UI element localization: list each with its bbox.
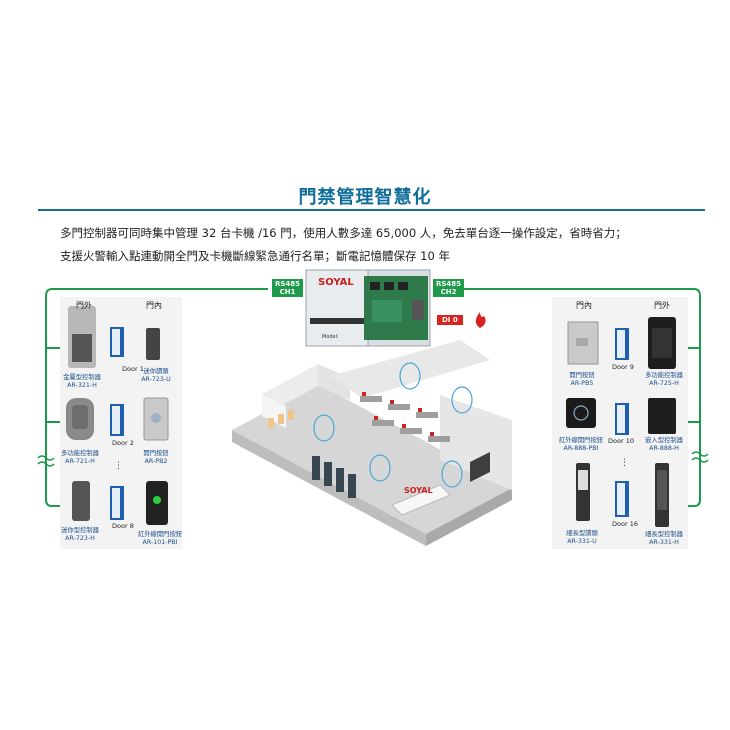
device-name: 紅外線開門按鈕	[137, 531, 183, 538]
rs485-ch2-label: RS485	[436, 280, 462, 288]
controller-brand-logo: SOYAL	[318, 277, 354, 288]
rs485-ch2-tag: RS485 CH2	[433, 279, 465, 297]
door-10-icon	[615, 403, 629, 435]
keypad-reader-ar-725-h-icon	[648, 317, 676, 369]
slim-keypad-ar-331-h-icon	[655, 463, 669, 527]
device-model: AR-888-PBI	[563, 445, 599, 452]
description-line-2: 支援火警輸入點連動開全門及卡機斷線緊急通行名單；斷電記憶體保存 10 年	[60, 249, 450, 263]
door-1-icon	[110, 327, 124, 357]
right-panel	[552, 297, 688, 549]
title-divider	[38, 209, 705, 211]
device-label-ar-331-h: 細長型控制器 AR-331-H	[638, 531, 690, 547]
reader-ar-723-u-icon	[146, 328, 160, 360]
door-9-icon	[615, 328, 629, 360]
device-model: AR-723-U	[141, 376, 171, 383]
reader-ar-721-h-icon	[66, 398, 94, 440]
exit-button-ar-pb2-icon	[143, 397, 169, 441]
device-name: 多功能控制器	[645, 372, 683, 379]
ir-exit-button-ar-888-pbi-icon	[566, 398, 596, 428]
device-label-ar-pb5: 開門按鈕 AR-PB5	[556, 372, 608, 388]
door-10-label: Door 10	[608, 437, 634, 445]
door-16-label: Door 16	[612, 520, 638, 528]
door-16-icon	[615, 481, 629, 517]
door-9-label: Door 9	[612, 363, 634, 371]
keypad-reader-ar-321-h-icon	[68, 306, 96, 368]
device-model: AR-PB5	[570, 380, 594, 387]
door-1-label: Door 1	[122, 365, 144, 373]
device-name: 多功能控制器	[61, 450, 99, 457]
wire-break-left	[37, 455, 55, 467]
device-model: AR-725-H	[649, 380, 679, 387]
right-inner-title: 門內	[576, 301, 592, 310]
device-model: AR-721-H	[65, 458, 95, 465]
keypad-reader-ar-888-h-icon	[648, 398, 676, 434]
right-more-doors-ellipsis: ⋮	[620, 458, 629, 468]
rs485-ch2-channel: CH2	[440, 288, 457, 296]
device-model: AR-331-U	[567, 538, 597, 545]
rs485-ch1-label: RS485	[275, 280, 301, 288]
device-name: 迷你型控制器	[61, 527, 99, 534]
device-label-ar-888-h: 嵌入型控制器 AR-888-H	[638, 437, 690, 453]
reader-ar-723-h-icon	[72, 481, 90, 521]
device-model: AR-101-PBI	[142, 539, 178, 546]
left-panel	[60, 297, 182, 549]
left-inner-title: 門內	[146, 301, 162, 310]
device-name: 迷你讀頭	[143, 368, 169, 375]
building-illustration	[232, 340, 512, 546]
door-8-icon	[110, 486, 124, 520]
device-model: AR-PB2	[144, 458, 168, 465]
device-name: 開門按鈕	[569, 372, 595, 379]
door-2-icon	[110, 404, 124, 436]
door-2-label: Door 2	[112, 439, 134, 447]
fire-icon	[475, 312, 486, 328]
device-model: AR-321-H	[67, 382, 97, 389]
rs485-wiring	[45, 288, 701, 507]
rs485-ch1-channel: CH1	[279, 288, 296, 296]
slim-reader-ar-331-u-icon	[576, 463, 590, 521]
device-label-ar-pb2: 開門按鈕 AR-PB2	[130, 450, 182, 466]
device-model: AR-888-H	[649, 445, 679, 452]
device-label-ar-321-h: 金屬型控制器 AR-321-H	[56, 374, 108, 390]
device-label-ar-331-u: 細長型讀頭 AR-331-U	[556, 530, 608, 546]
device-label-ar-721-h: 多功能控制器 AR-721-H	[54, 450, 106, 466]
controller-model-label: Model:	[322, 334, 339, 340]
multi-door-controller	[305, 269, 431, 347]
device-label-ar-725-h: 多功能控制器 AR-725-H	[638, 372, 690, 388]
fire-input-tag: DI 0	[437, 315, 463, 325]
device-name: 細長型控制器	[645, 531, 683, 538]
page-title: 門禁管理智慧化	[298, 187, 432, 208]
left-outer-title: 門外	[76, 301, 92, 310]
device-model: AR-723-H	[65, 535, 95, 542]
device-name: 金屬型控制器	[63, 374, 101, 381]
rs485-ch1-tag: RS485 CH1	[272, 279, 304, 297]
device-name: 紅外線開門按鈕	[558, 437, 604, 444]
wire-break-right	[691, 451, 709, 463]
exit-button-ar-pb5-icon	[567, 321, 599, 365]
device-name: 開門按鈕	[143, 450, 169, 457]
device-name: 細長型讀頭	[566, 530, 598, 537]
building-sign-logo: SOYAL	[404, 486, 433, 495]
ir-exit-button-ar-101-pbi-icon	[146, 481, 168, 525]
description-line-1: 多門控制器可同時集中管理 32 台卡機 /16 門，使用人數多達 65,000 …	[60, 226, 627, 240]
device-model: AR-331-H	[649, 539, 679, 546]
door-8-label: Door 8	[112, 522, 134, 530]
right-outer-title: 門外	[654, 301, 670, 310]
device-label-ar-723-u: 迷你讀頭 AR-723-U	[130, 368, 182, 384]
device-label-ar-723-h: 迷你型控制器 AR-723-H	[54, 527, 106, 543]
device-label-ar-101-pbi: 紅外線開門按鈕 AR-101-PBI	[132, 531, 188, 547]
device-label-ar-888-pbi: 紅外線開門按鈕 AR-888-PBI	[552, 437, 610, 453]
device-name: 嵌入型控制器	[645, 437, 683, 444]
left-more-doors-ellipsis: ⋮	[114, 461, 123, 471]
